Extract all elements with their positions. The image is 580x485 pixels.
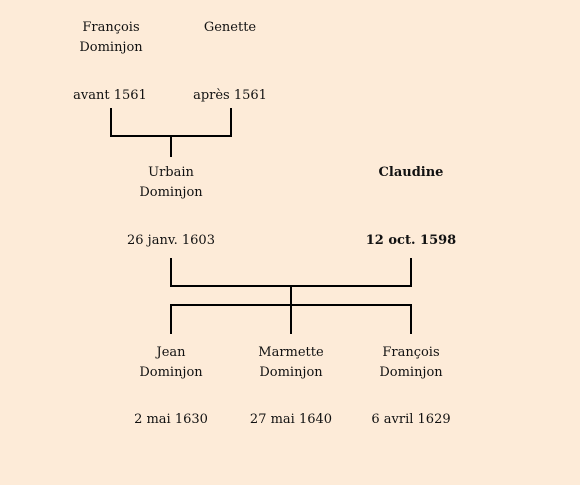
person-name-line2: Dominjon [259, 365, 323, 380]
person-name-line1: Urbain [148, 165, 194, 180]
person-name-line2: Dominjon [379, 365, 443, 380]
person-francois-junior[interactable]: François Dominjon [346, 343, 476, 383]
person-date-marmette: 27 mai 1640 [249, 412, 333, 427]
person-jean[interactable]: Jean Dominjon [106, 343, 236, 383]
person-date-francois-senior: avant 1561 [73, 88, 147, 103]
person-date-urbain: 26 janv. 1603 [127, 233, 215, 248]
person-date-jean: 2 mai 1630 [134, 412, 208, 427]
person-name-line2: Dominjon [139, 365, 203, 380]
person-marmette[interactable]: Marmette Dominjon [226, 343, 356, 383]
person-name-line2: Dominjon [139, 185, 203, 200]
person-date-francois-junior: 6 avril 1629 [371, 412, 451, 427]
person-name-line1: Jean [156, 345, 186, 360]
person-name-line1: François [382, 345, 440, 360]
connector-children [170, 304, 412, 334]
person-name-line1: Genette [203, 20, 257, 35]
person-date-genette: après 1561 [193, 88, 267, 103]
person-name-line1: Claudine [378, 165, 444, 180]
person-claudine[interactable]: Claudine [346, 163, 476, 183]
person-genette[interactable]: Genette [165, 18, 295, 38]
person-name-line1: Marmette [258, 345, 324, 360]
person-urbain[interactable]: Urbain Dominjon [106, 163, 236, 203]
person-name-line2: Dominjon [79, 40, 143, 55]
person-francois-senior[interactable]: François Dominjon [46, 18, 176, 58]
person-date-claudine: 12 oct. 1598 [365, 233, 457, 248]
connector-parents-2 [170, 258, 412, 305]
person-name-line1: François [82, 20, 140, 35]
connector-parents-1 [110, 108, 232, 157]
